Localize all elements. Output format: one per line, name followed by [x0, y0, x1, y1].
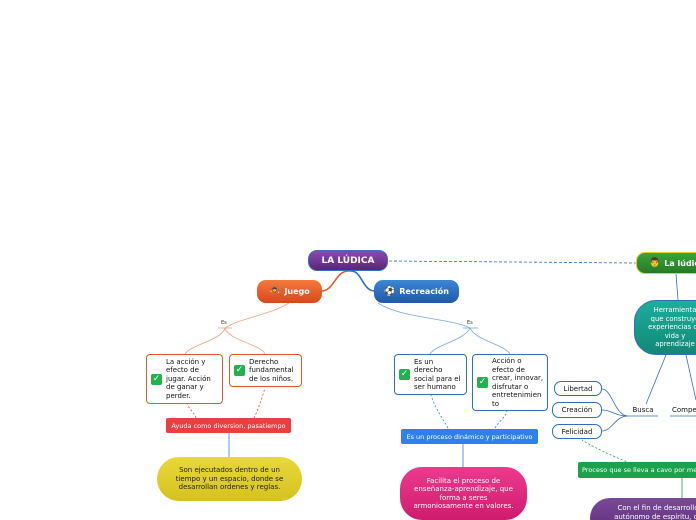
- root-node[interactable]: LA LÚDICA: [308, 250, 388, 271]
- busca-label: Busca: [632, 406, 654, 414]
- root-label: LA LÚDICA: [321, 255, 375, 266]
- recreacion-item-1[interactable]: ✓ Es un derecho social para el ser human…: [394, 354, 467, 395]
- recreacion-node[interactable]: ⚽ Recreación: [374, 280, 459, 303]
- juego-es-label: Es: [221, 320, 227, 326]
- soccer-ball-icon: ⚽: [384, 286, 396, 297]
- recreacion-item-2[interactable]: ✓ Acción o efecto de crear, innovar, dis…: [472, 354, 548, 411]
- person-icon: 👨: [649, 258, 661, 268]
- checkmark-icon: ✓: [477, 377, 488, 388]
- recreacion-note[interactable]: Es un proceso dinámico y participativo: [401, 429, 538, 444]
- value-creacion[interactable]: Creación: [552, 402, 602, 418]
- juego-item-2[interactable]: ✓ Derecho fundamental de los niños.: [229, 354, 302, 387]
- juggling-icon: 🤹: [269, 286, 281, 297]
- compe-label: Compe: [672, 406, 696, 414]
- juego-item-1[interactable]: ✓ La acción y efecto de jugar. Acción de…: [146, 354, 223, 404]
- recreacion-es-label: Es: [467, 320, 473, 326]
- recreacion-label: Recreación: [399, 287, 449, 296]
- juego-label: Juego: [284, 287, 310, 296]
- juego-detail[interactable]: Son ejecutados dentro de un tiempo y un …: [157, 457, 302, 501]
- proceso-note[interactable]: Proceso que se lleva a cavo por me: [578, 462, 696, 478]
- fin-node[interactable]: Con el fin de desarrollo autónomo de esp…: [590, 498, 696, 520]
- herramienta-node[interactable]: Herramienta que construye experiencias d…: [634, 300, 696, 355]
- checkmark-icon: ✓: [234, 365, 245, 376]
- checkmark-icon: ✓: [151, 373, 162, 385]
- juego-node[interactable]: 🤹 Juego: [257, 280, 322, 303]
- ludica-label: La lúdica: [664, 258, 696, 268]
- value-felicidad[interactable]: Felicidad: [552, 424, 602, 439]
- value-libertad[interactable]: Libertad: [554, 381, 602, 396]
- ludica-node[interactable]: 👨 La lúdica: [636, 252, 696, 274]
- checkmark-icon: ✓: [399, 369, 410, 380]
- recreacion-detail[interactable]: Facilita el proceso de enseñanza-aprendi…: [400, 467, 527, 520]
- juego-note[interactable]: Ayuda como diversion, pasatiempo: [166, 418, 291, 433]
